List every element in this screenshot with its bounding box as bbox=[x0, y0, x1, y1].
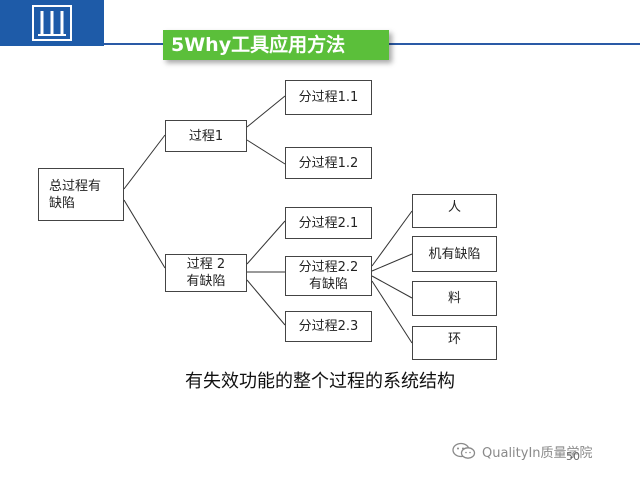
process-1-node: 过程1 bbox=[165, 120, 247, 152]
watermark: QualityIn质量学院 bbox=[452, 441, 593, 461]
subprocess-1-1-node: 分过程1.1 bbox=[285, 80, 372, 115]
subprocess-1-2-node: 分过程1.2 bbox=[285, 147, 372, 179]
diagram-caption: 有失效功能的整个过程的系统结构 bbox=[185, 371, 455, 392]
watermark-text: QualityIn质量学院 bbox=[482, 445, 593, 461]
cause-material-node: 料 bbox=[412, 281, 497, 316]
slide-title: 5Why工具应用方法 bbox=[163, 30, 389, 60]
root-node: 总过程有 缺陷 bbox=[38, 168, 124, 221]
cause-machine-node: 机有缺陷 bbox=[412, 236, 497, 272]
logo-block bbox=[0, 0, 104, 46]
subprocess-2-1-node: 分过程2.1 bbox=[285, 207, 372, 239]
subprocess-2-2-node: 分过程2.2 有缺陷 bbox=[285, 256, 372, 296]
wechat-icon bbox=[452, 442, 476, 459]
subprocess-2-3-node: 分过程2.3 bbox=[285, 311, 372, 342]
cause-environment-node: 环 bbox=[412, 326, 497, 360]
process-2-node: 过程 2 有缺陷 bbox=[165, 254, 247, 292]
cause-man-node: 人 bbox=[412, 194, 497, 228]
page-number: 50 bbox=[566, 450, 580, 463]
logo-icon bbox=[32, 5, 72, 41]
